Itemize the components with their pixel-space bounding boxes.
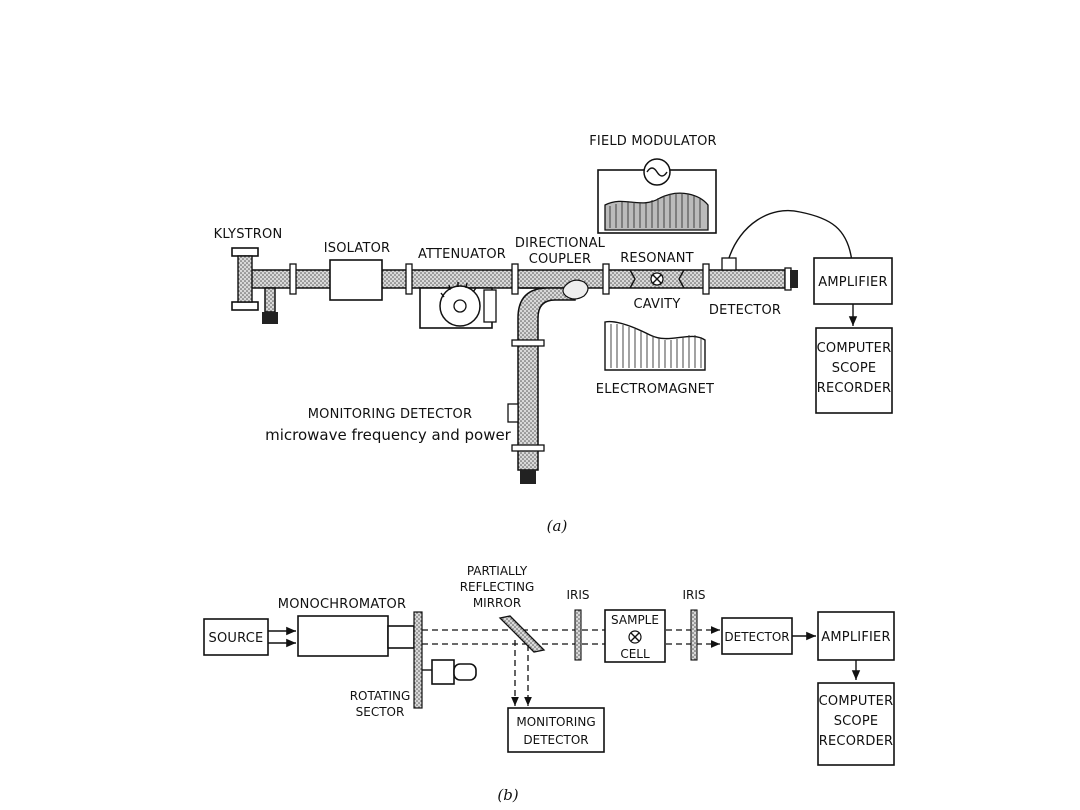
detector-b-label: DETECTOR — [724, 630, 789, 644]
monochromator-box — [297, 615, 389, 657]
monitoring-sublabel: microwave frequency and power — [265, 426, 512, 444]
sample-label-2: CELL — [620, 647, 650, 661]
sine-wave-icon — [646, 167, 668, 177]
directional-label-2: COUPLER — [529, 252, 592, 267]
resonant-label: RESONANT — [620, 251, 694, 266]
source-label: SOURCE — [209, 631, 264, 646]
mirror-label-3: MIRROR — [473, 596, 521, 610]
monochromator-label: MONOCHROMATOR — [278, 597, 406, 612]
directional-label-1: DIRECTIONAL — [515, 236, 606, 251]
mirror-label-1: PARTIALLY — [467, 564, 528, 578]
mirror-shape — [498, 615, 546, 653]
field-modulator: FIELD MODULATOR — [589, 134, 717, 234]
rotating-sector — [413, 611, 477, 709]
recorder-b-label-2: SCOPE — [834, 714, 879, 729]
recorder-a-box — [815, 327, 893, 414]
iris-label-1: IRIS — [566, 588, 589, 602]
klystron: KLYSTRON — [214, 227, 283, 324]
recorder-a-label-3: RECORDER — [817, 381, 891, 396]
resonant-cavity — [629, 269, 685, 289]
recorder-b-label-1: COMPUTER — [819, 694, 894, 709]
detector-a-label: DETECTOR — [709, 303, 781, 318]
iris-label-2: IRIS — [682, 588, 705, 602]
klystron-knob — [262, 312, 278, 324]
caption-b: (b) — [497, 786, 518, 804]
field-modulator-label: FIELD MODULATOR — [589, 134, 717, 149]
electromagnet-label: ELECTROMAGNET — [596, 382, 714, 397]
diagram-a: FIELD MODULATOR KLYSTRON ISOLAT — [214, 134, 893, 535]
caption-a: (a) — [547, 517, 568, 535]
directional-coupler — [507, 279, 589, 484]
monitor-b-label-1: MONITORING — [516, 715, 595, 729]
monitoring-detector-box — [507, 707, 605, 753]
diagram-b: SOURCE MONOCHROMATOR ROTATING SECTOR PAR… — [203, 564, 895, 804]
recorder-a-label-2: SCOPE — [832, 361, 877, 376]
recorder-b-box — [817, 682, 895, 766]
monitor-b-label-2: DETECTOR — [523, 733, 588, 747]
attenuator-label: ATTENUATOR — [418, 247, 506, 262]
attenuator — [419, 282, 497, 329]
detector-b-box — [721, 617, 793, 655]
detector-cable — [728, 210, 853, 263]
electromagnet — [604, 320, 706, 371]
iris-2 — [690, 609, 698, 661]
monitoring-label: MONITORING DETECTOR — [308, 407, 472, 422]
iris-1 — [574, 609, 582, 661]
recorder-b-label-3: RECORDER — [819, 734, 893, 749]
amplifier-a-label: AMPLIFIER — [818, 275, 887, 290]
cavity-label: CAVITY — [634, 297, 681, 312]
rotating-label-1: ROTATING — [350, 689, 411, 703]
source-box — [203, 618, 269, 656]
isolator-box — [329, 259, 383, 301]
sample-label-1: SAMPLE — [611, 613, 659, 627]
rotating-label-2: SECTOR — [356, 705, 405, 719]
amplifier-b-label: AMPLIFIER — [821, 630, 890, 645]
mirror-label-2: REFLECTING — [460, 580, 535, 594]
detector-a — [721, 210, 853, 291]
monitor-detector-knob — [520, 470, 536, 484]
waveguide-flanges — [289, 263, 710, 295]
amplifier-a-box — [813, 257, 893, 305]
klystron-label: KLYSTRON — [214, 227, 283, 242]
recorder-a-label-1: COMPUTER — [817, 341, 892, 356]
isolator-label: ISOLATOR — [324, 241, 391, 256]
